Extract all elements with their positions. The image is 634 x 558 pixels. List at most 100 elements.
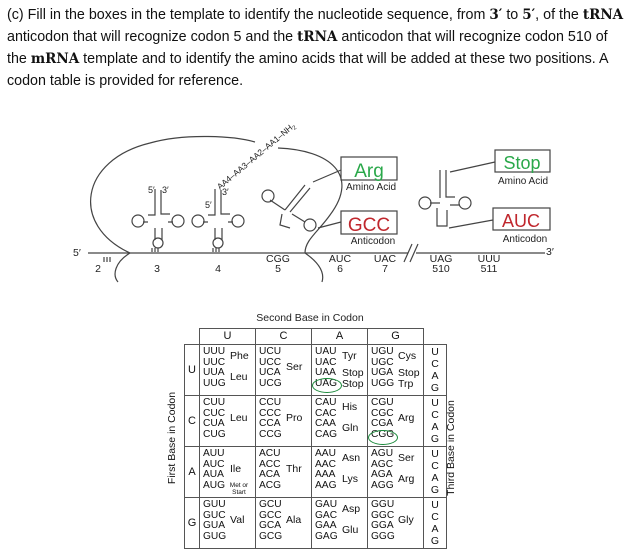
three-prime-label: 3′ [546,246,554,258]
codon: CCA [259,418,281,429]
amino-acid: Ile [230,463,242,475]
codon: AUU [203,448,225,459]
anticodon-label: Anticodon [503,234,547,245]
trna-incoming [261,184,317,232]
codon: UGC [371,356,394,368]
codon: GCA [259,520,282,531]
first-base: G [184,497,200,549]
svg-text:UAG: UAG [430,253,453,265]
first-base: U [184,344,200,396]
codon: AGA [371,469,393,480]
amino-acid: Tyr [342,350,357,362]
amino-acid-box-codon5[interactable] [340,156,398,181]
svg-text:UAC: UAC [374,253,397,265]
codon: UGU [371,346,394,357]
codon: UAC [315,356,337,368]
anticodon-answer-5: GCC [348,215,390,236]
amino-acid: Cys [398,350,417,362]
highlight-circle [312,378,342,393]
trna-3 [131,189,185,252]
codon: CUU [203,397,226,408]
anticodon-box-codon510[interactable] [492,207,551,231]
codon: CGA [371,418,394,429]
codon-2-bars [103,257,111,262]
codon: UUG [203,377,226,389]
codon: GUG [203,530,227,542]
codon: AAU [315,448,336,459]
amino-acid: Stop [342,367,364,379]
amino-acid-box-codon510[interactable] [494,149,551,173]
codon: AUC [203,458,225,470]
codon: UUU [203,346,226,357]
amino-acid: Ala [286,514,302,526]
table-title: Second Base in Codon [256,312,364,324]
svg-text:4: 4 [215,263,221,275]
amino-acid: Pro [286,412,303,424]
codon: GUA [203,520,226,531]
peptide-chain: AA4–AA3–AA2–AA1–NH2 [215,120,299,193]
amino-acid: Leu [230,412,248,424]
trna-release [418,170,472,227]
codon: GAA [315,520,337,531]
codon: CAG [315,428,338,440]
amino-acid: Thr [286,463,302,475]
amino-acid: Trp [398,377,414,390]
codon: UCG [259,377,282,389]
five-prime-label: 5′ [73,247,81,259]
codon: UAA [315,367,336,378]
codon: CCG [259,428,282,440]
codon: CGC [371,407,394,419]
codon: CUG [203,428,226,440]
amino-acid: Gln [342,422,359,434]
svg-text:2: 2 [95,263,101,275]
codon: UGG [371,377,395,389]
svg-text:511: 511 [481,263,498,275]
amino-acid-label: Amino Acid [498,176,548,187]
trna-4 [191,189,245,252]
codon: CUC [203,407,226,419]
highlight-circle [368,430,398,445]
codon: AAA [315,469,336,480]
codon: CUA [203,418,225,429]
amino-acid: His [342,401,358,413]
codon: GUU [203,499,226,510]
codon: AAC [315,458,336,470]
codon: UCC [259,356,282,368]
codon: GGA [371,520,394,531]
codon: GUC [203,509,226,521]
first-base: C [184,395,200,447]
svg-text:5: 5 [275,263,281,275]
codon: ACA [259,469,280,480]
amino-acid: Stop [398,367,420,379]
amino-acid: Phe [230,350,249,362]
first-base-label: First Base in Codon [166,391,178,485]
codon: ACU [259,448,281,459]
anticodon-box-codon5[interactable] [340,210,398,235]
amino-acid: Ser [398,452,415,464]
codon: GAG [315,530,338,542]
codon: AAG [315,479,337,491]
translation-diagram: AA4–AA3–AA2–AA1–NH2 5′ 3′ 5′ 3′ 5′ 3′ 2 … [73,120,554,324]
codon: AGG [371,479,394,491]
second-base-header: G [367,328,424,345]
met-start: Met or Start [229,482,249,496]
codon: GGC [371,509,395,521]
amino-acid: Arg [398,473,415,485]
question-text: (c) Fill in the boxes in the template to… [7,7,624,89]
amino-acid: Arg [398,412,415,424]
amino-acid: Asn [342,452,361,464]
codon: UAU [315,346,337,357]
